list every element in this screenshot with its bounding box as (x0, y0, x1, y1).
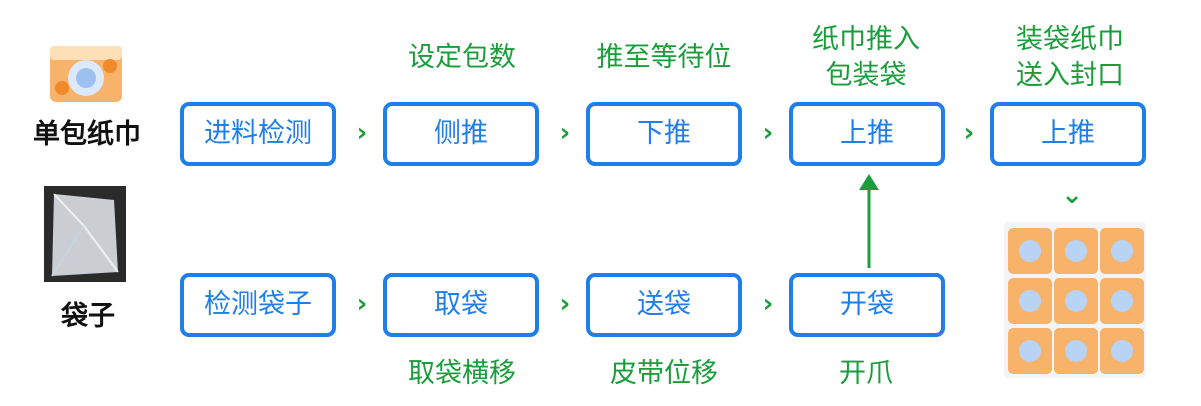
step-infeed-inspection: 进料检测 (180, 102, 336, 166)
note-push-tissue-line2: 包装袋 (825, 60, 907, 91)
note-belt-displacement: 皮带位移 (610, 358, 718, 389)
arrow-down-icon: ⌄ (1061, 180, 1083, 210)
arrow-right-icon: › (963, 118, 975, 148)
step-side-push: 侧推 (383, 102, 539, 166)
note-bagged-tissue-line1: 装袋纸巾 (1016, 24, 1124, 55)
step-push-down: 下推 (586, 102, 742, 166)
step-feed-bag: 送袋 (586, 273, 742, 337)
step-inspect-bag: 检测袋子 (180, 273, 336, 337)
arrow-right-icon: › (356, 289, 368, 319)
arrow-right-icon: › (762, 289, 774, 319)
plastic-bag-image (44, 186, 126, 282)
arrow-right-icon: › (559, 118, 571, 148)
arrow-up-icon (857, 172, 881, 270)
bagged-tissue-image (1000, 214, 1150, 386)
step-take-bag: 取袋 (383, 273, 539, 337)
step-push-up-to-seal: 上推 (990, 102, 1146, 166)
note-set-pack-count: 设定包数 (408, 42, 516, 73)
label-single-tissue-pack: 单包纸巾 (33, 119, 141, 150)
arrow-right-icon: › (762, 118, 774, 148)
note-bagged-tissue-line2: 送入封口 (1016, 60, 1124, 91)
note-take-bag-traverse: 取袋横移 (408, 358, 516, 389)
label-bag: 袋子 (61, 301, 115, 332)
arrow-right-icon: › (356, 118, 368, 148)
note-open-claw: 开爪 (839, 358, 893, 389)
tissue-pack-image (48, 40, 124, 106)
note-push-to-wait-position: 推至等待位 (596, 42, 732, 73)
note-push-tissue-line1: 纸巾推入 (812, 24, 920, 55)
arrow-right-icon: › (559, 289, 571, 319)
step-open-bag: 开袋 (789, 273, 945, 337)
step-push-up-into-bag: 上推 (789, 102, 945, 166)
